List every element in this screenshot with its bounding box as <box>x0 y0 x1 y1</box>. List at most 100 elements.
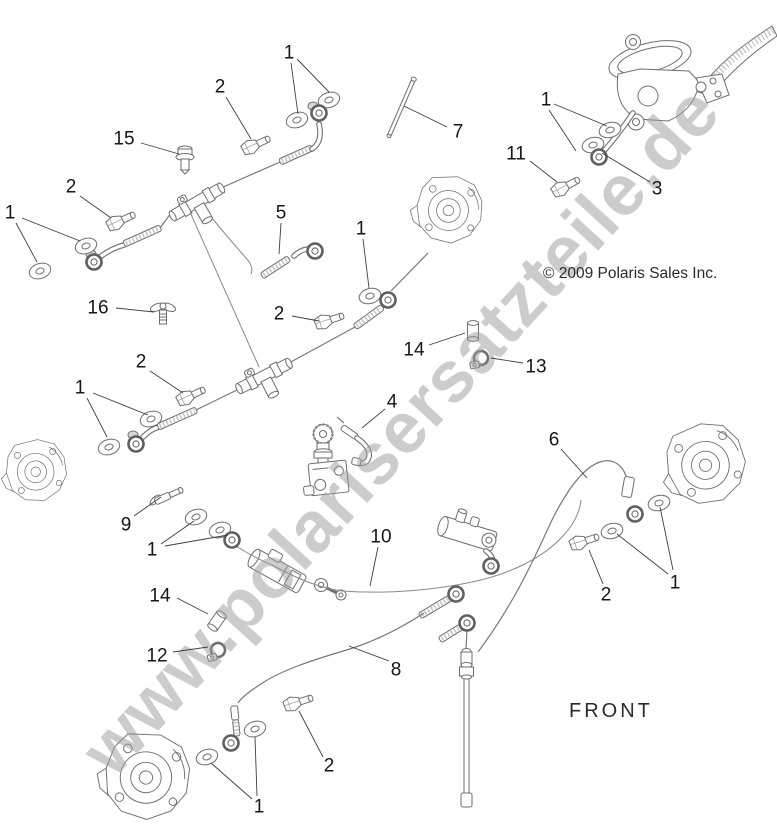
leader-line <box>588 549 604 585</box>
leader-line <box>548 109 577 152</box>
braided-hose-segment <box>122 224 162 247</box>
banjo-eye <box>458 614 476 632</box>
banjo-eye <box>223 531 241 549</box>
leader-line <box>79 195 112 219</box>
caliper-top <box>406 170 487 248</box>
leader-line <box>291 315 320 322</box>
banjo-eye <box>222 734 240 752</box>
callout-number: 5 <box>276 203 287 224</box>
brake-line-middle <box>127 252 429 440</box>
tee-link-line <box>189 211 260 368</box>
banjo-bolt <box>567 528 602 553</box>
washer <box>95 435 123 459</box>
banjo-eye <box>306 242 324 260</box>
callout-number: 9 <box>121 515 132 536</box>
leader-line <box>115 307 155 313</box>
callout-number: 1 <box>284 43 295 64</box>
leader-line <box>616 533 669 575</box>
callout-number: 2 <box>136 352 147 373</box>
callout-number: 11 <box>506 144 526 165</box>
callout-number: 1 <box>254 797 265 818</box>
leader-line <box>21 217 81 242</box>
leader-line <box>659 506 674 571</box>
screw-15 <box>175 145 195 175</box>
callout-number: 1 <box>670 573 681 594</box>
rear-master-cylinder <box>247 548 347 601</box>
junction-block <box>437 508 498 569</box>
brake-line-upper-left <box>85 101 323 260</box>
leader-line <box>348 645 390 662</box>
washer <box>182 505 210 529</box>
leader-line <box>164 534 229 547</box>
callout-number: 2 <box>66 177 77 198</box>
washer <box>283 108 311 132</box>
callout-number: 10 <box>370 527 391 548</box>
fitting-9 <box>149 486 184 506</box>
banjo-eye <box>127 435 145 453</box>
washer <box>356 285 384 307</box>
hose-5 <box>260 246 315 279</box>
leader-line <box>92 392 149 416</box>
callout-number: 2 <box>215 77 226 98</box>
brake-hose-8 <box>230 612 425 737</box>
callout-number: 1 <box>541 90 552 111</box>
banjo-eye <box>379 291 397 309</box>
copyright-text: © 2009 Polaris Sales Inc. <box>543 265 717 282</box>
callout-number: 4 <box>387 392 398 413</box>
callout-number: 1 <box>147 540 158 561</box>
callout-number: 14 <box>403 340 425 361</box>
leader-line <box>298 710 324 758</box>
leader-line <box>296 58 330 93</box>
leader-line <box>149 370 184 394</box>
leader-line <box>225 96 252 140</box>
leader-line <box>140 142 180 155</box>
leader-line <box>278 222 282 255</box>
leader-line <box>290 62 299 115</box>
leader-line <box>86 397 108 438</box>
banjo-bolt <box>239 130 274 158</box>
callout-number: 2 <box>601 585 612 606</box>
leader-line <box>133 496 162 517</box>
wing-fastener-16 <box>149 302 177 325</box>
callout-number: 1 <box>356 219 367 240</box>
leader-line <box>15 222 38 263</box>
callout-number: 14 <box>149 586 171 607</box>
banjo-eye <box>626 505 644 523</box>
banjo-bolt <box>281 689 316 714</box>
leader-line <box>176 597 209 615</box>
callout-number: 12 <box>146 646 167 667</box>
banjo-eye <box>310 104 328 122</box>
leader-line <box>403 105 448 128</box>
front-label: FRONT <box>569 700 653 722</box>
leader-line <box>428 332 466 346</box>
callout-number: 6 <box>549 430 560 451</box>
hose-4 <box>336 416 373 467</box>
caliper-left <box>0 437 69 504</box>
callout-number: 13 <box>525 357 546 378</box>
banjo-eye <box>85 253 103 271</box>
brake-line-10 <box>235 499 582 593</box>
callout-number: 1 <box>75 378 86 399</box>
leader-line <box>362 238 370 289</box>
leader-line <box>160 520 195 545</box>
callout-number: 3 <box>652 179 663 200</box>
washer <box>193 745 221 769</box>
vertical-brake-hose <box>459 648 474 808</box>
leader-line <box>172 646 209 653</box>
tee-fitting-lower <box>230 350 303 412</box>
brake-hose-6 <box>477 460 635 653</box>
callout-number: 2 <box>324 756 335 777</box>
parts-artwork <box>0 25 777 826</box>
braided-hose-segment <box>278 144 314 165</box>
washer <box>645 492 673 514</box>
banjo-bolt <box>104 206 139 234</box>
watermark-text: www.polarisersatzteile.de <box>66 71 735 791</box>
brake-valve <box>303 423 350 497</box>
tee-fitting-upper <box>163 174 236 239</box>
leader-line <box>553 103 608 127</box>
callout-number: 16 <box>87 298 108 319</box>
leader-line <box>560 448 588 479</box>
callout-number: 2 <box>274 304 285 325</box>
leader-line <box>490 357 524 364</box>
